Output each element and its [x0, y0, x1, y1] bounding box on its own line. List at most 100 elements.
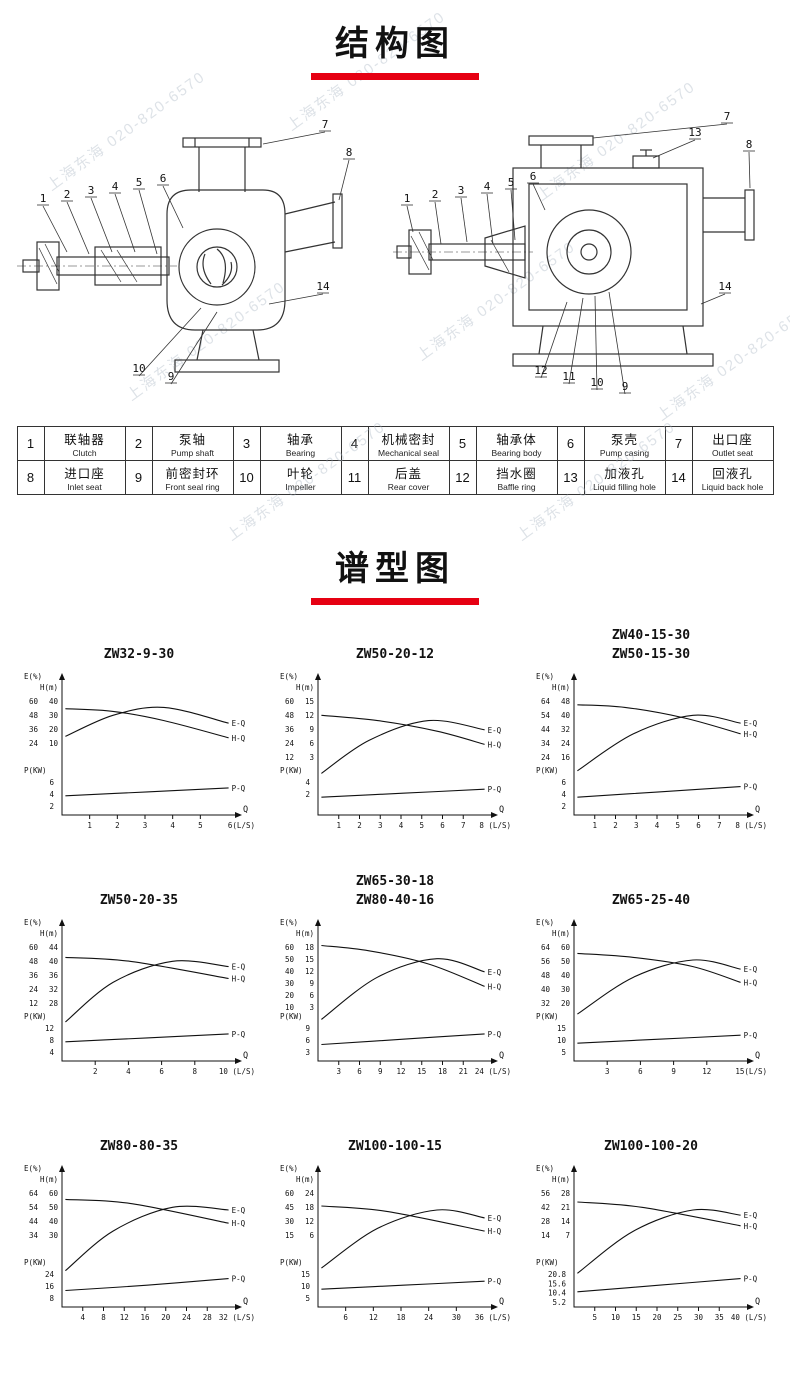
svg-text:18: 18: [305, 943, 315, 952]
svg-text:30: 30: [561, 985, 571, 994]
callout-leader-line: [338, 159, 350, 201]
curve-H-Q: [65, 708, 229, 739]
curve-label: P-Q: [744, 1275, 758, 1284]
curve-H-Q: [577, 1201, 741, 1227]
svg-text:E(%): E(%): [24, 672, 42, 681]
svg-text:12: 12: [120, 1313, 129, 1322]
svg-text:E(%): E(%): [24, 1164, 42, 1173]
chart-title: ZW32-9-30: [104, 625, 174, 665]
svg-text:2: 2: [93, 1067, 98, 1076]
chart-model-label: ZW50-15-30: [611, 647, 691, 663]
svg-text:3: 3: [309, 753, 314, 762]
svg-text:12: 12: [305, 711, 314, 720]
part-name-en: Liquid back hole: [701, 482, 764, 492]
svg-text:60: 60: [285, 697, 295, 706]
svg-text:2: 2: [305, 790, 310, 799]
svg-text:2: 2: [49, 802, 54, 811]
part-name-en: Pump casing: [599, 448, 650, 458]
svg-text:4: 4: [305, 778, 310, 787]
svg-text:4: 4: [561, 790, 566, 799]
svg-text:Q: Q: [243, 1297, 248, 1307]
svg-text:8 (L/S): 8 (L/S): [479, 821, 511, 830]
svg-text:3: 3: [605, 1067, 610, 1076]
part-name-en: Baffle ring: [497, 482, 536, 492]
chart-model-label: ZW50-20-35: [99, 893, 179, 909]
part-number: 3: [232, 426, 261, 461]
callout-number: 2: [432, 188, 439, 201]
svg-text:48: 48: [29, 957, 39, 966]
svg-text:12: 12: [702, 1067, 711, 1076]
part-name-en: Rear cover: [387, 482, 430, 492]
callout-leader-line: [486, 193, 494, 245]
svg-text:24: 24: [29, 985, 39, 994]
part-name-cn: 泵壳: [610, 433, 638, 447]
svg-text:25: 25: [673, 1313, 682, 1322]
svg-text:P(KW): P(KW): [280, 766, 303, 775]
curve-P-Q: [321, 1033, 485, 1046]
svg-text:10: 10: [49, 739, 59, 748]
curve-label: H-Q: [744, 1222, 758, 1231]
svg-text:34: 34: [541, 739, 551, 748]
svg-text:18: 18: [438, 1067, 448, 1076]
part-number: 5: [448, 426, 477, 461]
curve-E-Q: [65, 706, 229, 737]
part-name-en: Front seal ring: [165, 482, 220, 492]
svg-text:24: 24: [285, 739, 295, 748]
svg-text:H(m): H(m): [40, 1175, 58, 1184]
svg-text:16: 16: [140, 1313, 150, 1322]
callout-leader-line: [170, 311, 218, 385]
part-name-cn: 回液孔: [712, 467, 753, 481]
svg-text:30: 30: [285, 979, 295, 988]
curve-E-Q: [65, 1205, 229, 1272]
svg-text:30: 30: [49, 1231, 59, 1240]
svg-text:1: 1: [336, 821, 341, 830]
structure-section-header: 结构图: [0, 16, 790, 80]
svg-text:10: 10: [301, 1282, 311, 1291]
curve-H-Q: [321, 714, 485, 745]
svg-text:28: 28: [561, 1189, 571, 1198]
svg-text:28: 28: [49, 999, 59, 1008]
part-number: 4: [340, 426, 369, 461]
svg-text:6: 6: [305, 1036, 310, 1045]
svg-text:32: 32: [49, 985, 58, 994]
chart-title: ZW50-20-35: [100, 871, 178, 911]
callout-leader-line: [608, 291, 626, 395]
svg-text:E(%): E(%): [280, 918, 298, 927]
svg-text:9: 9: [309, 725, 314, 734]
svg-text:60: 60: [29, 697, 39, 706]
part-name-cn: 加液孔: [604, 467, 645, 481]
curve-label: H-Q: [232, 1219, 246, 1228]
svg-text:60: 60: [285, 1189, 295, 1198]
part-name-cn: 后盖: [394, 467, 422, 481]
part-name-cn: 机械密封: [381, 433, 436, 447]
pump-line-art: [17, 137, 343, 373]
svg-text:60: 60: [285, 943, 295, 952]
callout-number: 3: [458, 184, 465, 197]
svg-text:16: 16: [561, 753, 571, 762]
svg-text:14: 14: [561, 1217, 571, 1226]
svg-text:E(%): E(%): [536, 672, 554, 681]
svg-text:P(KW): P(KW): [280, 1012, 303, 1021]
svg-text:H(m): H(m): [552, 929, 570, 938]
svg-text:44: 44: [49, 943, 59, 952]
chart-canvas: E(%)H(m)564228142821147P(KW)20.815.610.4…: [536, 1164, 767, 1322]
svg-text:5: 5: [198, 821, 203, 830]
part-name-en: Inlet seat: [67, 482, 102, 492]
svg-text:10: 10: [611, 1313, 621, 1322]
part-name-en: Pump shaft: [171, 448, 214, 458]
callout-leader-line: [262, 131, 326, 145]
svg-text:48: 48: [541, 971, 551, 980]
svg-text:32: 32: [541, 999, 550, 1008]
svg-text:H(m): H(m): [552, 683, 570, 692]
svg-text:8: 8: [49, 1036, 54, 1045]
svg-text:24: 24: [45, 1270, 55, 1279]
chart-title: ZW100-100-15: [348, 1117, 442, 1157]
callout-number: 8: [746, 138, 753, 151]
